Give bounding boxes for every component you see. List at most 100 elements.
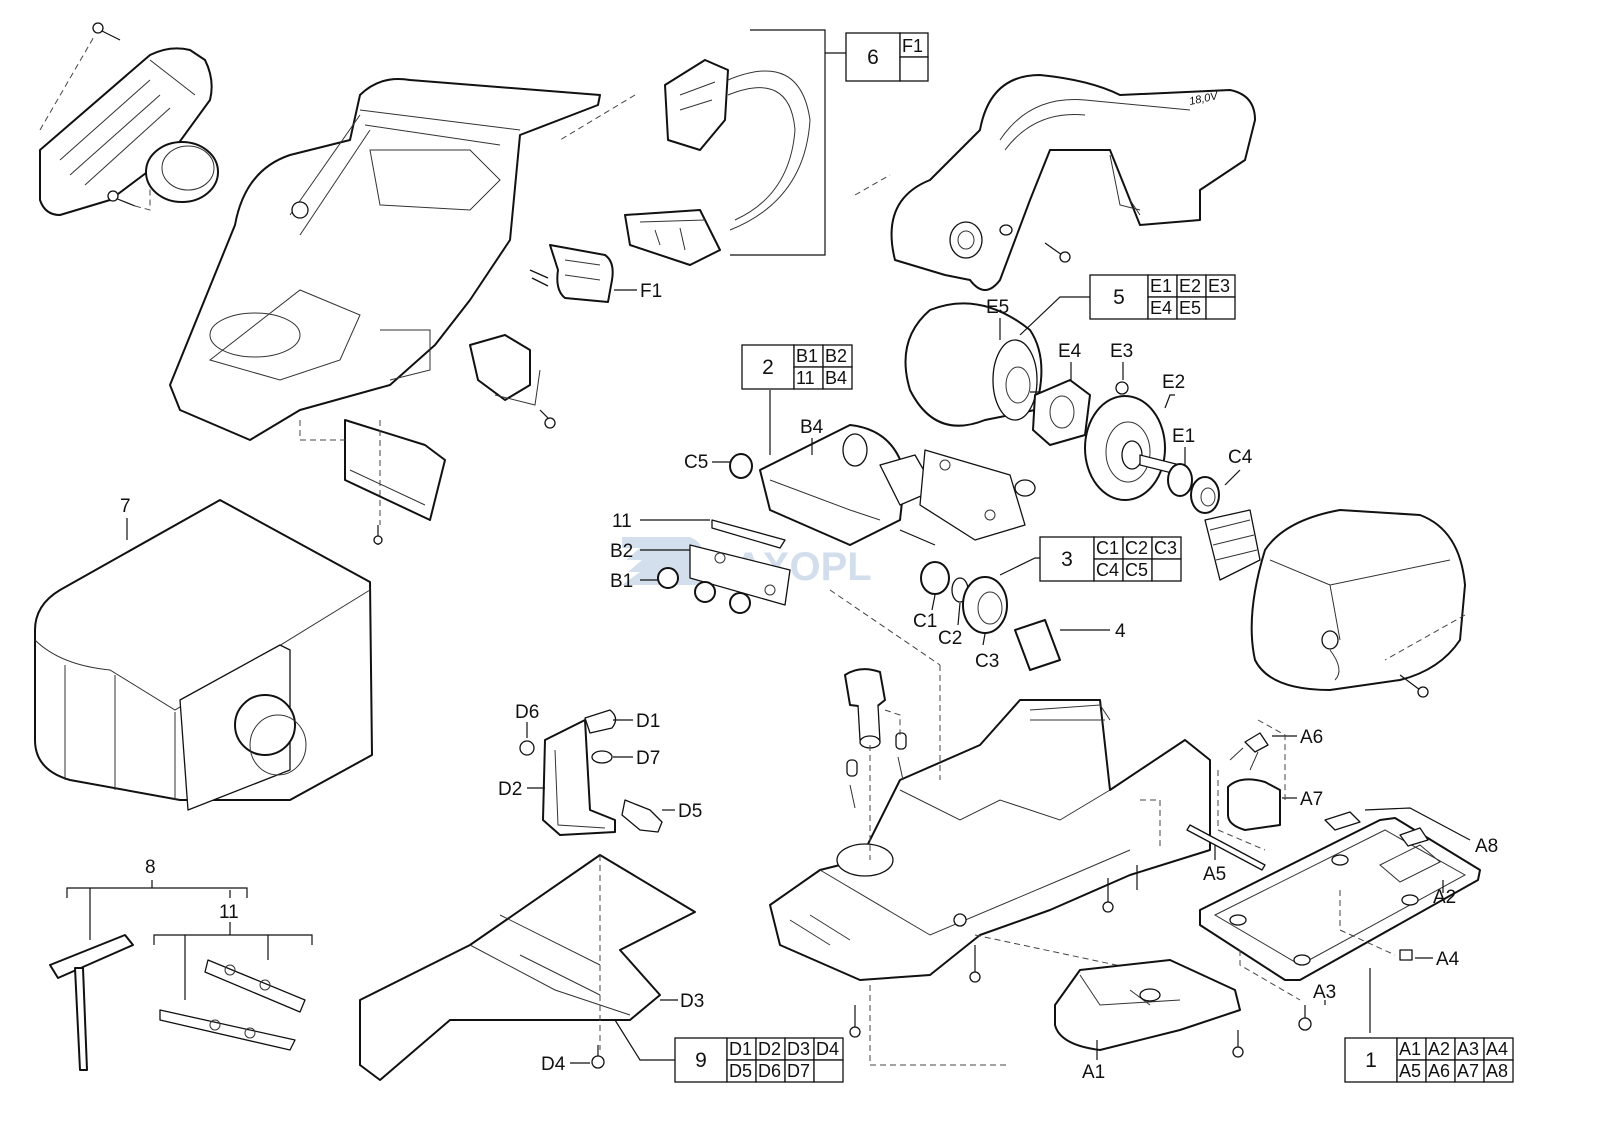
kit-9-number-cell	[674, 1037, 728, 1083]
washer-D7	[591, 750, 613, 764]
bearing-E1	[1167, 463, 1193, 497]
label-A3: A3	[1313, 982, 1336, 1003]
pulley-C3	[962, 576, 1008, 634]
label-11-blade: 11	[612, 511, 632, 532]
kit-9-leader	[614, 1019, 675, 1061]
label-D3: D3	[680, 991, 704, 1012]
kit-part-A8: A8	[1486, 1061, 1508, 1081]
label-4: 4	[1115, 621, 1126, 642]
handle-assembly: 18,0V	[854, 74, 1256, 291]
shoe-screw-A4	[1399, 949, 1413, 961]
kit-cell	[1483, 1059, 1514, 1083]
spare-blades-icon	[159, 959, 306, 1051]
main-housing	[169, 78, 601, 441]
label-E4: E4	[1058, 341, 1082, 362]
kit-3-leader	[999, 557, 1040, 576]
base-screws	[829, 589, 1244, 1066]
label-B4: B4	[800, 417, 824, 438]
motor-assembly	[904, 302, 1193, 501]
kit-part-B2: B2	[825, 346, 847, 366]
kit-cell	[822, 366, 853, 390]
kit-9-number: 9	[695, 1049, 707, 1072]
lock-lever	[469, 334, 556, 429]
hex-key-icon	[49, 934, 134, 1071]
trigger-spring-icon	[529, 269, 549, 287]
kit-part-C4: C4	[1096, 560, 1119, 580]
label-D2: D2	[498, 779, 522, 800]
kit-part-D5: D5	[729, 1061, 752, 1081]
motor-plate-E4	[1032, 379, 1091, 446]
kit-part-C1: C1	[1096, 538, 1119, 558]
cover-screw-icon	[1417, 686, 1429, 698]
label-11-kit: 11	[219, 902, 239, 923]
label-C1: C1	[913, 611, 937, 632]
kit-part-E2: E2	[1179, 276, 1201, 296]
kit-part-D2: D2	[758, 1039, 781, 1059]
blade-screw-B1-icon	[657, 567, 679, 589]
wing-nut-D1	[584, 709, 617, 734]
knob-screw-D5	[621, 799, 663, 833]
fence-screw-D4	[591, 1055, 605, 1069]
drive-pulley-C4	[1190, 476, 1220, 514]
label-A4: A4	[1436, 949, 1460, 970]
cutter-drum-B4	[759, 424, 936, 546]
label-D4: D4	[541, 1054, 566, 1075]
kit-5-number: 5	[1113, 286, 1125, 309]
label-C3: C3	[975, 651, 999, 672]
label-E2: E2	[1162, 372, 1185, 393]
kit-6-number: 6	[867, 46, 879, 69]
kit-cell	[1205, 296, 1236, 320]
kit-part-D1: D1	[729, 1039, 752, 1059]
watermark-logo-icon	[622, 537, 705, 585]
kit-part-F1: F1	[902, 36, 923, 56]
lever-A7	[1227, 778, 1281, 831]
switch-module	[624, 59, 811, 266]
label-E1: E1	[1172, 426, 1195, 447]
deflector-screw-icon	[373, 535, 383, 545]
spring-A6	[1229, 732, 1269, 771]
kit-part-C2: C2	[1125, 538, 1148, 558]
kit-2-number-cell	[741, 344, 795, 390]
kit-part-B1: B1	[796, 346, 818, 366]
accessory-kit-8: 8 11	[49, 857, 313, 1071]
kit-5-number-cell	[1089, 274, 1149, 320]
side-cover-assembly	[39, 22, 219, 216]
label-C2: C2	[938, 628, 962, 649]
kit-3-number-cell	[1039, 536, 1095, 582]
kit-part-E4: E4	[1150, 298, 1172, 318]
cover-screw-bottom-icon	[114, 197, 136, 207]
kit-part-A6: A6	[1428, 1061, 1450, 1081]
label-D1: D1	[636, 711, 660, 732]
label-A7: A7	[1300, 789, 1323, 810]
side-cover-knob	[145, 141, 219, 203]
kit-part-A4: A4	[1486, 1039, 1508, 1059]
kit-cell	[899, 32, 929, 58]
shoe-pad-A8-2	[1399, 827, 1429, 847]
planer-blade-11: 11 B2 B1	[610, 511, 791, 614]
kit-cell	[899, 56, 929, 82]
kit-6-bracket	[730, 29, 826, 256]
motor-screw-E3	[1115, 381, 1129, 395]
chip-deflector	[299, 419, 446, 545]
front-shoe-A2	[1199, 817, 1481, 981]
label-E3: E3	[1110, 341, 1133, 362]
label-B2: B2	[610, 541, 633, 562]
kit-part-A5: A5	[1399, 1061, 1421, 1081]
rod-A5	[1186, 824, 1266, 871]
blade-screw-icon-3	[729, 592, 751, 614]
kit-part-E1: E1	[1150, 276, 1172, 296]
kit-part-E3: E3	[1208, 276, 1230, 296]
fence-assembly	[359, 709, 696, 1081]
label-C5: C5	[684, 452, 708, 473]
kit-1-number-cell	[1344, 1037, 1398, 1083]
kit-part-A1: A1	[1399, 1039, 1421, 1059]
label-A5: A5	[1203, 864, 1226, 885]
kit-part-D6: D6	[758, 1061, 781, 1081]
label-E5: E5	[986, 297, 1009, 318]
kit-part-A7: A7	[1457, 1061, 1479, 1081]
